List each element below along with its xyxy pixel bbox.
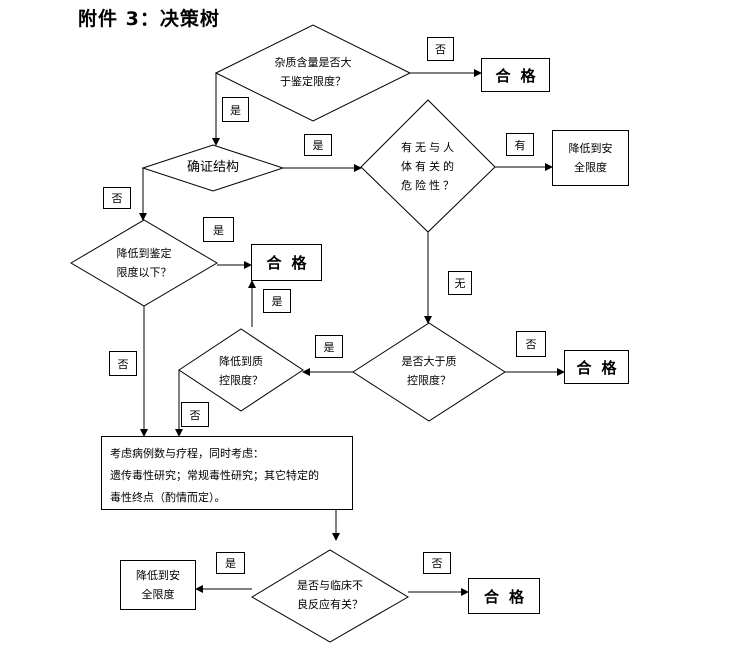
label-d7-yes: 是 [216,552,245,574]
label-d4-yes: 是 [203,217,234,242]
label-d7-no: 否 [423,552,451,574]
label-d6-yes: 是 [315,335,343,358]
decision-impurity-over-identification: 杂质含量是否大于鉴定限度？ [274,56,352,88]
label-d2-yes: 是 [304,134,332,156]
label-d3-has: 有 [506,133,534,156]
decision-clinical-adverse: 是否与临床不良反应有关？ [297,579,363,611]
decision-human-risk: 有无与人体有关的危险性？ [401,141,457,192]
page-title: 附件 3：决策树 [78,8,220,30]
label-d6-no: 否 [516,331,546,357]
pass-box-1: 合格 [481,58,550,92]
label-d5-yes: 是 [263,289,291,313]
decision-over-qualification: 是否大于质控限度？ [401,355,457,387]
consider-toxicity-studies-box: 考虑病例数与疗程，同时考虑： 遗传毒性研究；常规毒性研究；其它特定的 毒性终点（… [101,436,353,510]
decision-reduce-to-qualification: 降低到质控限度？ [219,355,263,387]
diamond-d4 [70,219,218,307]
label-d2-no: 否 [103,187,131,209]
label-d4-no: 否 [109,351,137,376]
decision-reduce-below-identification: 降低到鉴定限度以下？ [116,247,172,279]
label-d1-yes: 是 [222,97,249,122]
pass-box-4: 合格 [468,578,540,614]
decision-confirm-structure: 确证结构 [186,160,239,175]
pass-box-2: 合格 [251,244,322,281]
label-d5-no: 否 [181,402,209,427]
diamond-d7 [251,549,409,643]
pass-box-3: 合格 [564,350,629,384]
reduce-to-safety-box-2: 降低到安全限度 [120,560,196,610]
label-d3-none: 无 [448,271,472,295]
reduce-to-safety-box-1: 降低到安全限度 [552,130,629,186]
label-d1-no: 否 [427,37,454,61]
